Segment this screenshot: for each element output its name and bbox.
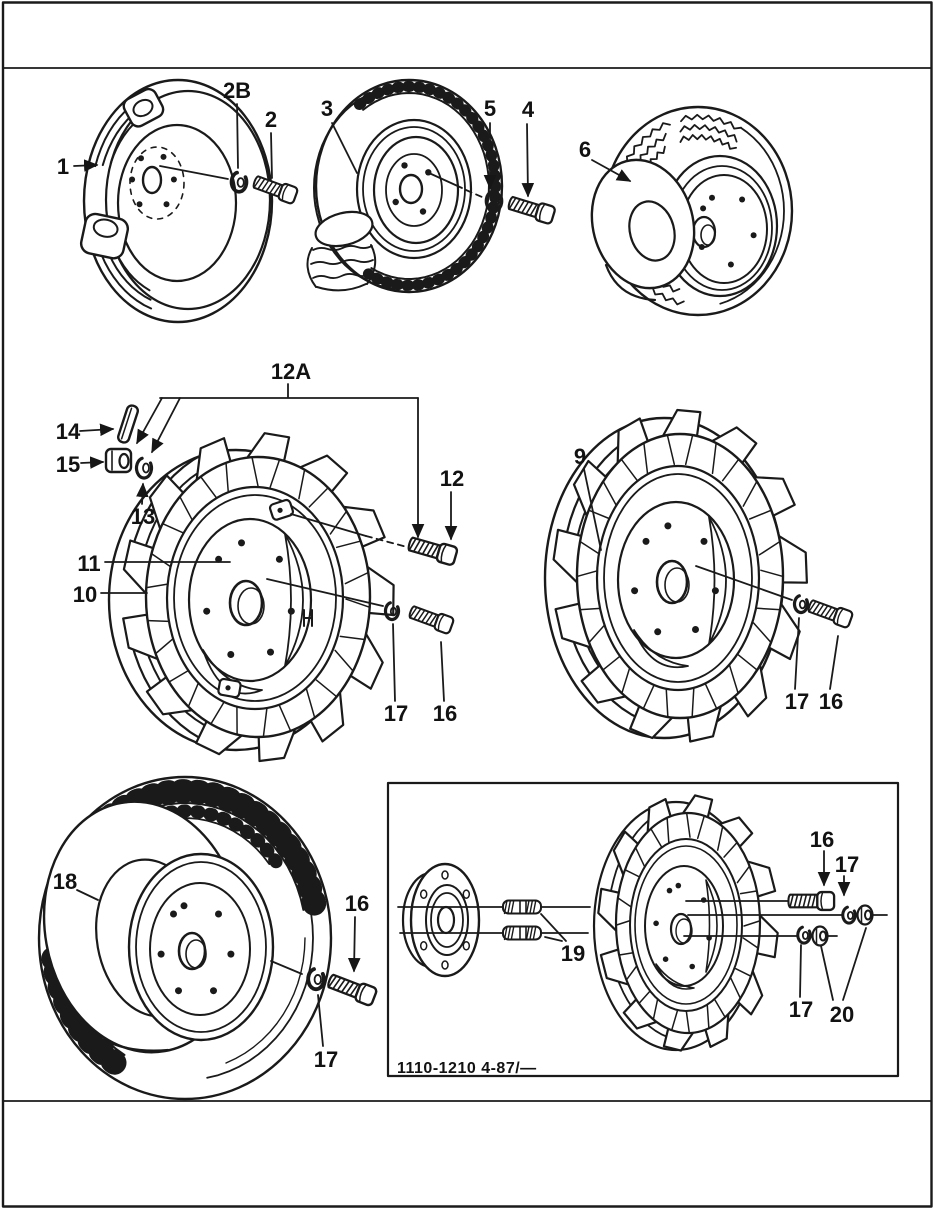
callout-17-box-lower: 17: [789, 997, 813, 1022]
callout-18: 18: [53, 869, 77, 894]
hub-detail-inset-box: [401, 794, 779, 1052]
callout-17-left: 17: [384, 701, 408, 726]
callout-2: 2: [265, 107, 277, 132]
callout-15: 15: [56, 452, 80, 477]
tire-18-illustration: [37, 775, 333, 1101]
callout-12a: 12A: [271, 359, 311, 384]
callout-10: 10: [73, 582, 97, 607]
callout-17-box-upper: 17: [835, 852, 859, 877]
callout-6: 6: [579, 137, 591, 162]
callout-11: 11: [77, 551, 100, 576]
callout-4: 4: [522, 97, 535, 122]
callout-16-bottom: 16: [345, 891, 369, 916]
wheel-3-illustration: [306, 78, 504, 294]
tire-6-illustration: [590, 105, 794, 317]
callout-19: 19: [561, 941, 585, 966]
callout-2b: 2B: [223, 78, 251, 103]
callout-17-right: 17: [785, 689, 809, 714]
part-reference-lines: [159, 165, 888, 975]
fastener-hardware: [104, 170, 874, 1007]
wheel-1-illustration: [79, 78, 274, 324]
rear-wheel-right-illustration: [543, 408, 808, 743]
callout-14: 14: [56, 419, 81, 444]
rear-wheel-left-illustration: [107, 432, 395, 763]
callout-3: 3: [321, 96, 333, 121]
page-footer-code: 1110-1210 4-87/—: [397, 1060, 537, 1077]
callout-12: 12: [440, 466, 464, 491]
callout-16-left: 16: [433, 701, 457, 726]
callout-leader-lines: [73, 103, 867, 1047]
callout-17-bottom: 17: [314, 1047, 338, 1072]
callout-1: 1: [57, 154, 69, 179]
callout-9: 9: [574, 444, 586, 469]
callout-13: 13: [131, 504, 155, 529]
callout-16-box: 16: [810, 827, 834, 852]
callout-5: 5: [484, 96, 496, 121]
callout-20: 20: [830, 1002, 854, 1027]
callout-16-right: 16: [819, 689, 843, 714]
